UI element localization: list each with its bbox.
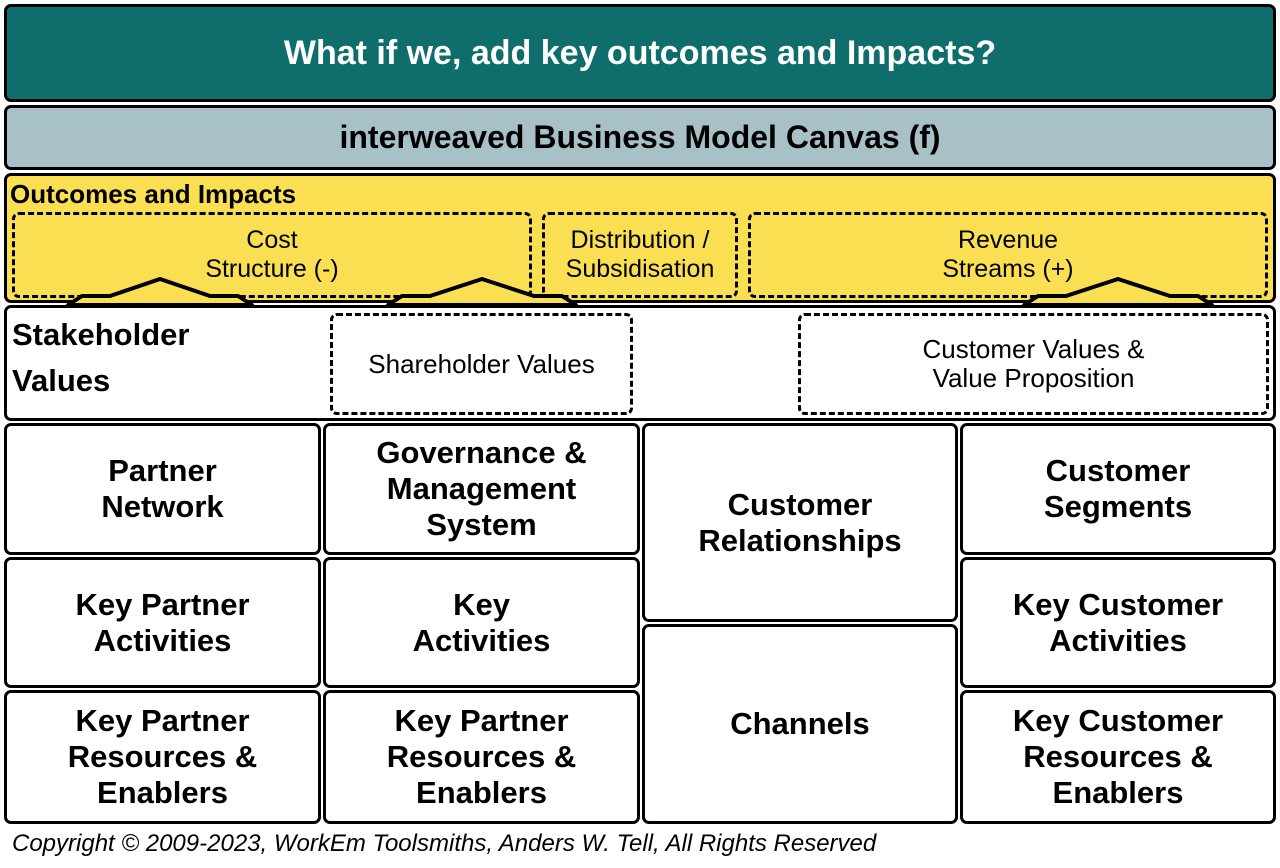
key-customer-activities-cell: Key Customer Activities [960, 557, 1276, 688]
key-partner-resources-cell-2: Key Partner Resources & Enablers [323, 690, 640, 824]
subtitle-banner: interweaved Business Model Canvas (f) [4, 105, 1276, 170]
governance-cell: Governance & Management System [323, 423, 640, 555]
partner-network-cell: Partner Network [4, 423, 321, 555]
customer-segments-cell: Customer Segments [960, 423, 1276, 555]
key-partner-resources-cell: Key Partner Resources & Enablers [4, 690, 321, 824]
key-activities-cell: Key Activities [323, 557, 640, 688]
title-banner: What if we, add key outcomes and Impacts… [4, 4, 1276, 102]
customer-relationships-cell: Customer Relationships [642, 423, 958, 622]
cost-structure-box: Cost Structure (-) [12, 212, 532, 298]
key-customer-resources-cell: Key Customer Resources & Enablers [960, 690, 1276, 824]
stakeholder-values-label: Stakeholder Values [12, 317, 190, 398]
subtitle-text: interweaved Business Model Canvas (f) [339, 119, 941, 155]
outcomes-label: Outcomes and Impacts [10, 179, 297, 209]
distribution-box: Distribution / Subsidisation [542, 212, 738, 298]
key-partner-activities-cell: Key Partner Activities [4, 557, 321, 688]
shareholder-values-box: Shareholder Values [330, 313, 633, 415]
revenue-streams-box: Revenue Streams (+) [748, 212, 1268, 298]
copyright-notice: Copyright © 2009-2023, WorkEm Toolsmiths… [12, 830, 877, 857]
title-text: What if we, add key outcomes and Impacts… [283, 33, 997, 72]
customer-values-box: Customer Values & Value Proposition [798, 313, 1269, 415]
channels-cell: Channels [642, 624, 958, 824]
